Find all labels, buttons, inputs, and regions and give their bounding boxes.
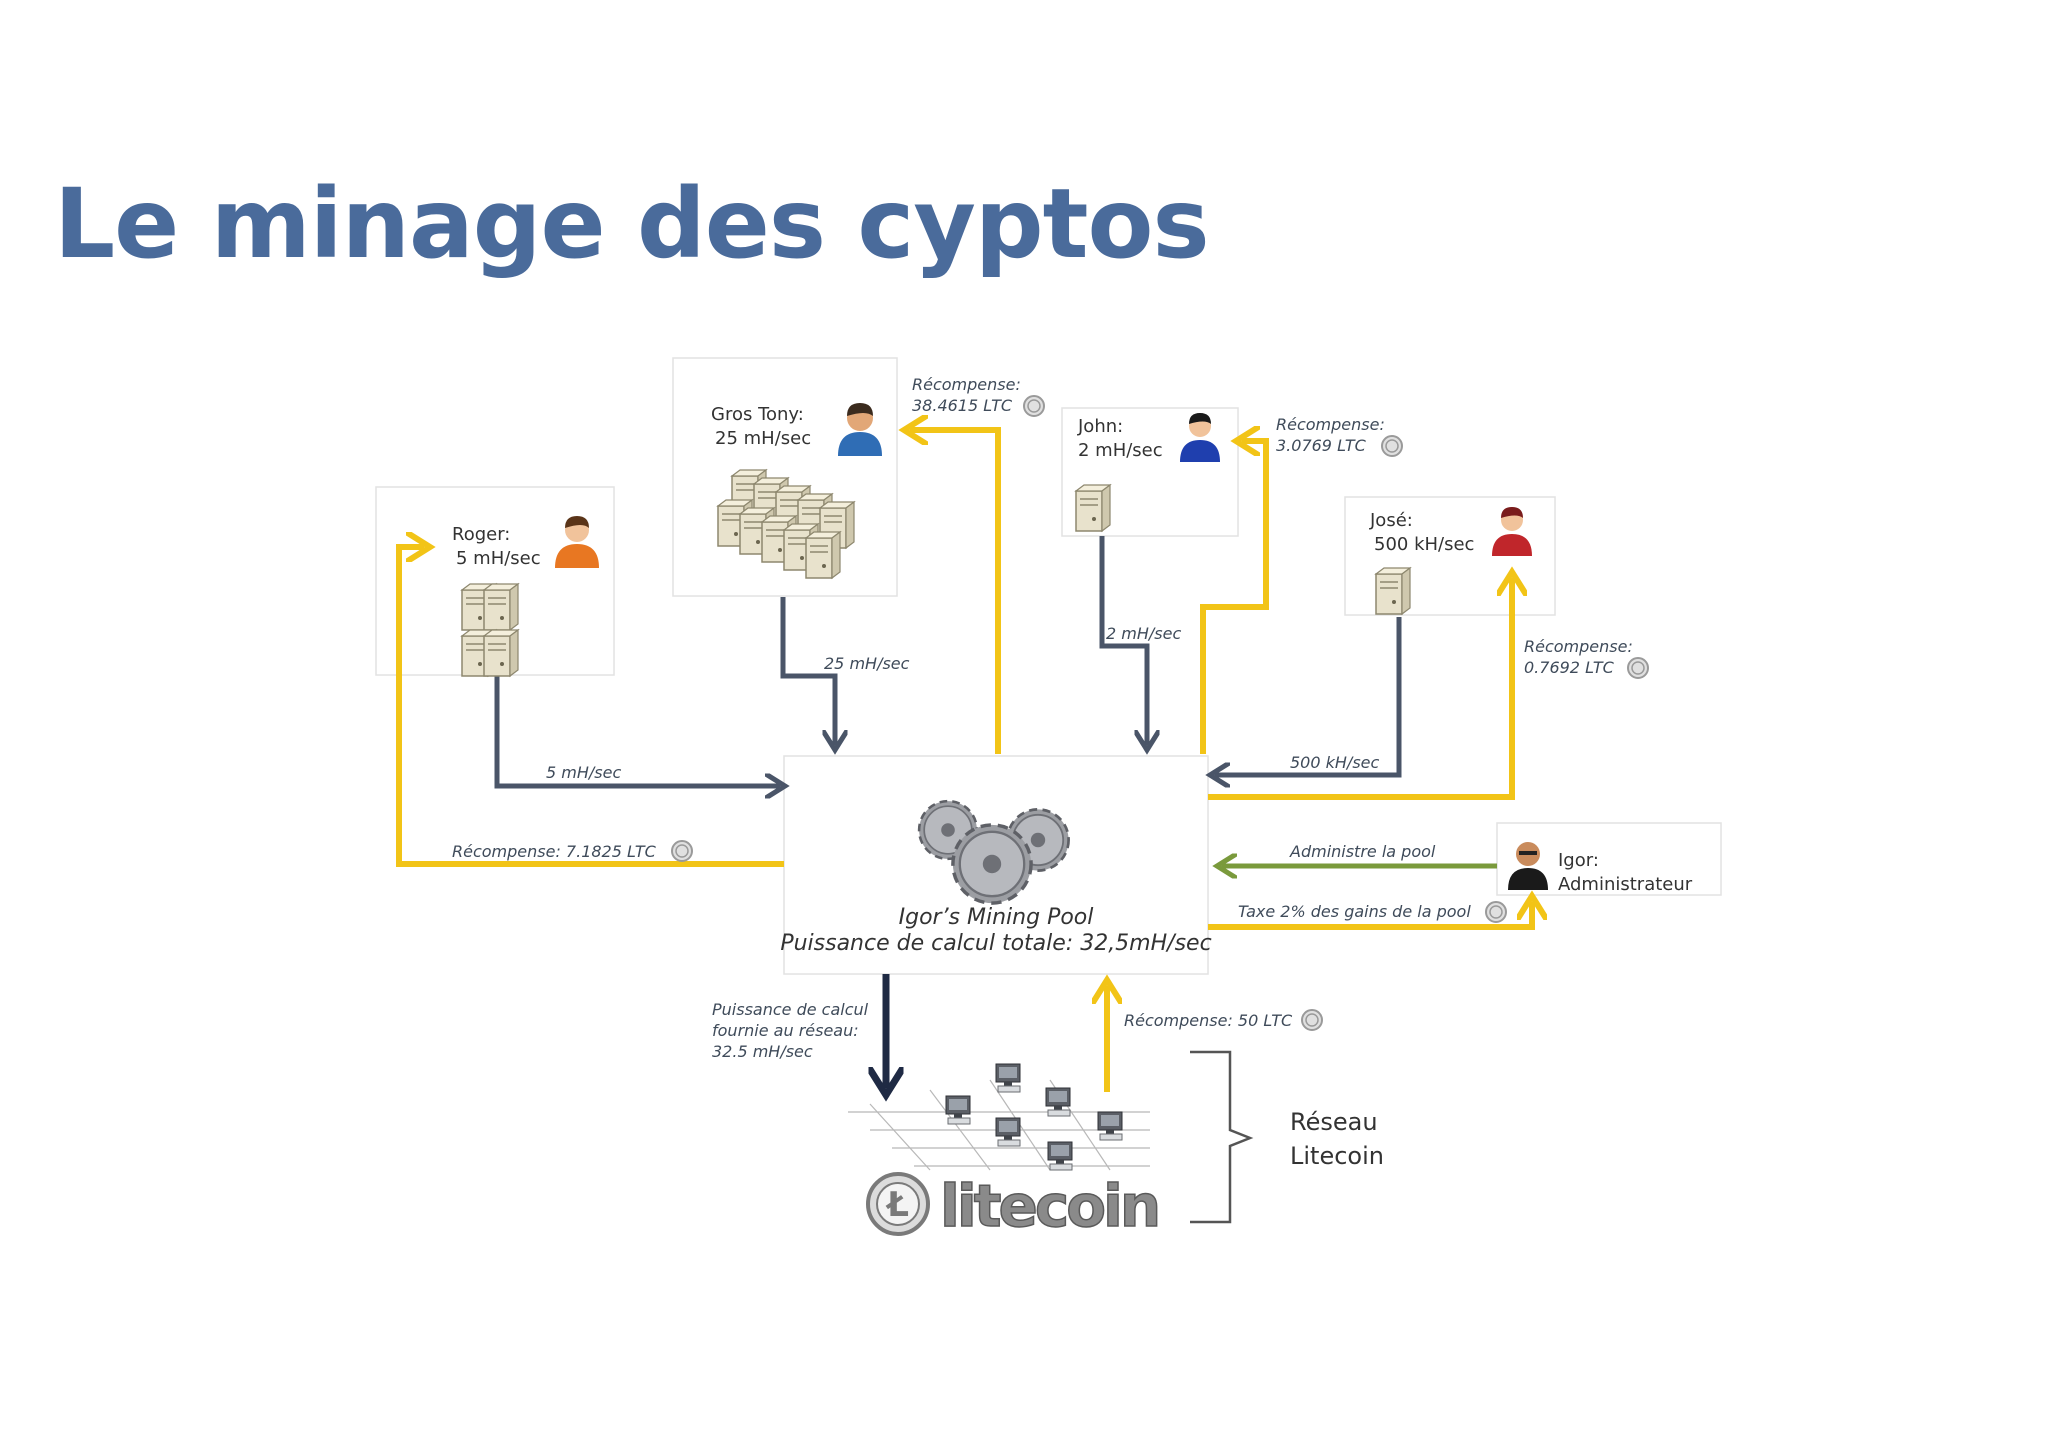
network-label-1: Réseau: [1290, 1108, 1378, 1136]
tony-hash-arrow: [780, 597, 835, 745]
litecoin-coin-icon: [671, 840, 693, 862]
tony-reward-arrow: [910, 430, 1001, 754]
tax-flow-label: Taxe 2% des gains de la pool: [1238, 902, 1471, 921]
roger-reward-label: Récompense: 7.1825 LTC: [452, 842, 657, 861]
john-hash-label: 2 mH/sec: [1106, 624, 1181, 643]
tony-reward-label-2: 38.4615 LTC: [912, 396, 1013, 415]
roger-reward-arrow: [396, 547, 784, 867]
server-icon: [461, 583, 519, 677]
person-icon: [1492, 507, 1532, 556]
tony-name: Gros Tony:: [711, 404, 804, 425]
tax-arrow: [1208, 902, 1532, 930]
network-power-label-1: Puissance de calcul: [712, 1000, 869, 1019]
admin-role: Administrateur: [1558, 874, 1693, 895]
john-name: John:: [1077, 416, 1123, 437]
network-power-label-2: fournie au réseau:: [712, 1021, 859, 1040]
admin-name: Igor:: [1558, 850, 1599, 871]
john-hash-arrow: [1099, 536, 1147, 745]
page-title: Le minage des cyptos: [54, 168, 1210, 280]
network-brace: [1190, 1050, 1254, 1224]
litecoin-coin-icon: [1381, 435, 1403, 457]
roger-hash-label: 5 mH/sec: [546, 763, 621, 782]
network-label-2: Litecoin: [1290, 1142, 1384, 1170]
litecoin-coin-icon: [1485, 901, 1507, 923]
roger-rate: 5 mH/sec: [456, 548, 541, 569]
network-power-label-3: 32.5 mH/sec: [712, 1042, 813, 1061]
litecoin-coin-icon: [1023, 395, 1045, 417]
pool-subtitle: Puissance de calcul totale: 32,5mH/sec: [780, 931, 1211, 956]
admin-flow-label: Administre la pool: [1289, 842, 1436, 861]
jose-name: José:: [1369, 510, 1413, 531]
tony-hash-label: 25 mH/sec: [824, 654, 910, 673]
litecoin-logo: Ł litecoin: [866, 1171, 1162, 1241]
jose-rate: 500 kH/sec: [1374, 534, 1474, 555]
jose-reward-label-2: 0.7692 LTC: [1524, 658, 1615, 677]
litecoin-logo-text: litecoin: [940, 1172, 1158, 1240]
john-reward-label-2: 3.0769 LTC: [1276, 436, 1367, 455]
jose-reward-arrow: [1208, 578, 1512, 800]
person-icon: [838, 403, 882, 456]
jose-hash-label: 500 kH/sec: [1290, 753, 1379, 772]
john-reward-arrow: [1200, 441, 1269, 754]
roger-name: Roger:: [452, 524, 510, 545]
tony-rate: 25 mH/sec: [715, 428, 811, 449]
john-rate: 2 mH/sec: [1078, 440, 1163, 461]
person-icon: [1508, 842, 1548, 890]
server-icon: [1375, 567, 1411, 615]
roger-hash-arrow: [494, 674, 780, 786]
person-icon: [1180, 413, 1220, 462]
computer-icon: [945, 1063, 1123, 1171]
network-reward-label: Récompense: 50 LTC: [1124, 1011, 1293, 1030]
pool-title: Igor’s Mining Pool: [899, 905, 1094, 930]
jose-hash-arrow: [1215, 617, 1402, 775]
person-icon: [555, 516, 599, 568]
litecoin-logo-letter: Ł: [885, 1185, 909, 1225]
john-reward-label-1: Récompense:: [1276, 415, 1385, 434]
jose-reward-label-1: Récompense:: [1524, 637, 1633, 656]
server-icon: [1075, 484, 1111, 532]
litecoin-coin-icon: [1627, 657, 1649, 679]
tony-reward-label-1: Récompense:: [912, 375, 1021, 394]
litecoin-coin-icon: [1301, 1009, 1323, 1031]
